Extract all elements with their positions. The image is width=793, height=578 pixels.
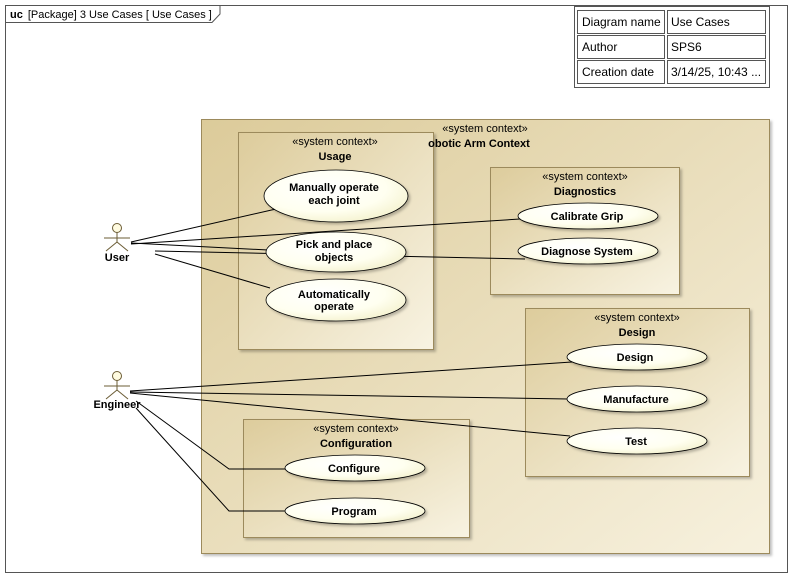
usecase-diagnose-label: Diagnose System	[541, 246, 633, 258]
usecase-configure[interactable]: Configure	[284, 454, 426, 482]
usage-title: Usage	[318, 151, 351, 163]
usecase-configure-label: Configure	[328, 463, 380, 475]
usecase-calibrate-grip[interactable]: Calibrate Grip	[517, 202, 659, 230]
usecase-test-label: Test	[625, 436, 647, 448]
info-value-author: SPS6	[671, 40, 702, 54]
usecase-manual-operate[interactable]: Manually operate each joint	[263, 169, 409, 223]
info-key-author: Author	[582, 40, 617, 54]
usecase-auto-line2: operate	[314, 301, 354, 313]
usecase-program[interactable]: Program	[284, 497, 426, 525]
engineer-actor-icon[interactable]	[104, 371, 130, 400]
info-key-diagram-name: Diagram name	[582, 15, 661, 29]
info-value-creation-date: 3/14/25, 10:43 ...	[671, 65, 761, 79]
assoc-engineer-test[interactable]	[129, 392, 571, 437]
diagnostics-stereotype: «system context»	[542, 171, 628, 183]
assoc-engineer-program[interactable]	[135, 407, 286, 512]
usecase-test[interactable]: Test	[566, 427, 708, 455]
assoc-user-manual[interactable]	[130, 208, 277, 243]
usecase-design-label: Design	[617, 352, 654, 364]
robotic-arm-context-stereotype: «system context»	[442, 123, 528, 135]
configuration-title: Configuration	[320, 438, 392, 450]
usecase-manufacture[interactable]: Manufacture	[566, 385, 708, 413]
usecase-automatically-operate[interactable]: Automatically operate	[265, 278, 407, 322]
design-title: Design	[619, 327, 656, 339]
usecase-manual-line2: each joint	[308, 195, 360, 207]
assoc-user-auto[interactable]	[154, 253, 271, 289]
usecase-design[interactable]: Design	[566, 343, 708, 371]
usecase-diagnose-system[interactable]: Diagnose System	[517, 237, 659, 265]
design-stereotype: «system context»	[594, 312, 680, 324]
usecase-pick-and-place[interactable]: Pick and place objects	[265, 231, 407, 273]
frame-tab	[5, 5, 221, 23]
usecase-pick-line1: Pick and place	[296, 239, 372, 251]
usecase-manual-line1: Manually operate	[289, 182, 379, 194]
assoc-engineer-manufacture[interactable]	[129, 391, 569, 400]
user-actor-label: User	[105, 252, 130, 264]
assoc-engineer-configure[interactable]	[135, 400, 286, 470]
usecase-manufacture-label: Manufacture	[603, 394, 668, 406]
engineer-actor-label: Engineer	[93, 399, 141, 411]
diagnostics-context-box[interactable]	[490, 167, 680, 295]
info-value-diagram-name: Use Cases	[671, 15, 730, 29]
info-key-creation-date: Creation date	[582, 65, 654, 79]
usecase-pick-line2: objects	[315, 252, 354, 264]
assoc-user-calibrate[interactable]	[130, 218, 521, 245]
assoc-engineer-design[interactable]	[129, 361, 573, 392]
usecase-auto-line1: Automatically	[298, 289, 371, 301]
assoc-user-pick[interactable]	[130, 242, 269, 251]
diagnostics-title: Diagnostics	[554, 186, 616, 198]
associations	[129, 208, 573, 512]
usecase-calibrate-label: Calibrate Grip	[551, 211, 624, 223]
usecase-program-label: Program	[331, 506, 376, 518]
diagram-info-table: Diagram name Use Cases Author SPS6 Creat…	[574, 6, 770, 88]
robotic-arm-context-title: obotic Arm Context	[428, 138, 530, 150]
frame-keyword: uc	[10, 9, 23, 21]
user-actor-icon[interactable]	[104, 223, 130, 252]
configuration-stereotype: «system context»	[313, 423, 399, 435]
frame-header: uc [Package] 3 Use Cases [ Use Cases ]	[10, 9, 212, 21]
frame-label: [Package] 3 Use Cases [ Use Cases ]	[28, 9, 212, 21]
usage-stereotype: «system context»	[292, 136, 378, 148]
